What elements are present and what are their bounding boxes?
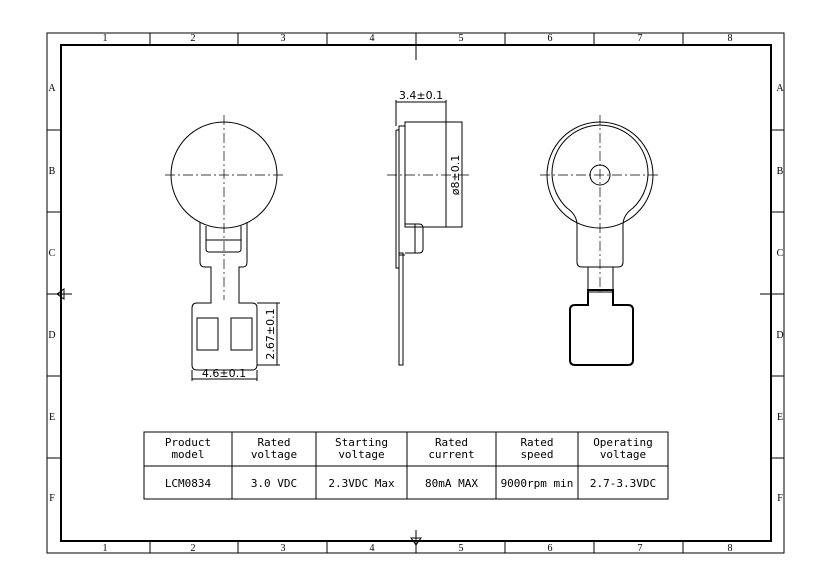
table-header: Rated [520, 436, 553, 449]
side-view: 3.4±0.1 ø8±0.1 [387, 89, 470, 366]
column-label: 4 [370, 33, 375, 44]
front-view: 2.67±0.1 4.6±0.1 [165, 115, 285, 381]
thickness-dimension: 3.4±0.1 [399, 89, 443, 102]
table-header: Operating [593, 436, 653, 449]
table-cell: 80mA MAX [425, 477, 478, 490]
pad-height-dimension: 2.67±0.1 [264, 308, 277, 359]
table-cell: 2.7-3.3VDC [590, 477, 656, 490]
row-label: E [777, 412, 783, 423]
row-label: E [49, 412, 55, 423]
table-header: Starting [335, 436, 388, 449]
row-label: D [776, 330, 783, 341]
column-label: 3 [281, 33, 286, 44]
table-header: voltage [338, 448, 384, 461]
row-label: A [48, 83, 56, 94]
row-label: F [777, 493, 783, 504]
table-header: Product [165, 436, 211, 449]
table-cell: 2.3VDC Max [328, 477, 395, 490]
pad-width-dimension: 4.6±0.1 [202, 367, 246, 380]
table-cell: 3.0 VDC [251, 477, 297, 490]
row-label: F [49, 493, 55, 504]
column-label: 5 [459, 33, 464, 44]
table-header: Rated [257, 436, 290, 449]
column-label: 8 [728, 543, 733, 554]
row-label: C [777, 248, 784, 259]
table-cell: LCM0834 [165, 477, 212, 490]
row-label: A [776, 83, 784, 94]
column-label: 1 [103, 543, 108, 554]
row-label: D [48, 330, 55, 341]
column-label: 4 [370, 543, 375, 554]
table-header: speed [520, 448, 553, 461]
table-header: model [171, 448, 204, 461]
solder-pad-right [230, 317, 253, 351]
column-label: 2 [191, 543, 196, 554]
column-label: 8 [728, 33, 733, 44]
column-label: 6 [548, 543, 553, 554]
back-view [540, 115, 660, 366]
column-label: 7 [638, 543, 643, 554]
row-label: B [49, 166, 56, 177]
diameter-dimension: ø8±0.1 [449, 155, 462, 195]
table-header: voltage [251, 448, 297, 461]
row-label: C [49, 248, 56, 259]
outer-border [46, 32, 785, 554]
row-label: B [777, 166, 784, 177]
column-label: 5 [459, 543, 464, 554]
table-header: voltage [600, 448, 646, 461]
solder-pad-left [196, 317, 219, 351]
column-label: 6 [548, 33, 553, 44]
hatched-pad [569, 289, 634, 366]
table-header: Rated [435, 436, 468, 449]
column-label: 1 [103, 33, 108, 44]
column-label: 2 [191, 33, 196, 44]
table-header: current [428, 448, 474, 461]
column-label: 3 [281, 543, 286, 554]
inner-border [60, 44, 772, 542]
centering-marks [47, 33, 784, 553]
table-cell: 9000rpm min [501, 477, 574, 490]
column-label: 7 [638, 33, 643, 44]
lead-wire [398, 252, 404, 366]
